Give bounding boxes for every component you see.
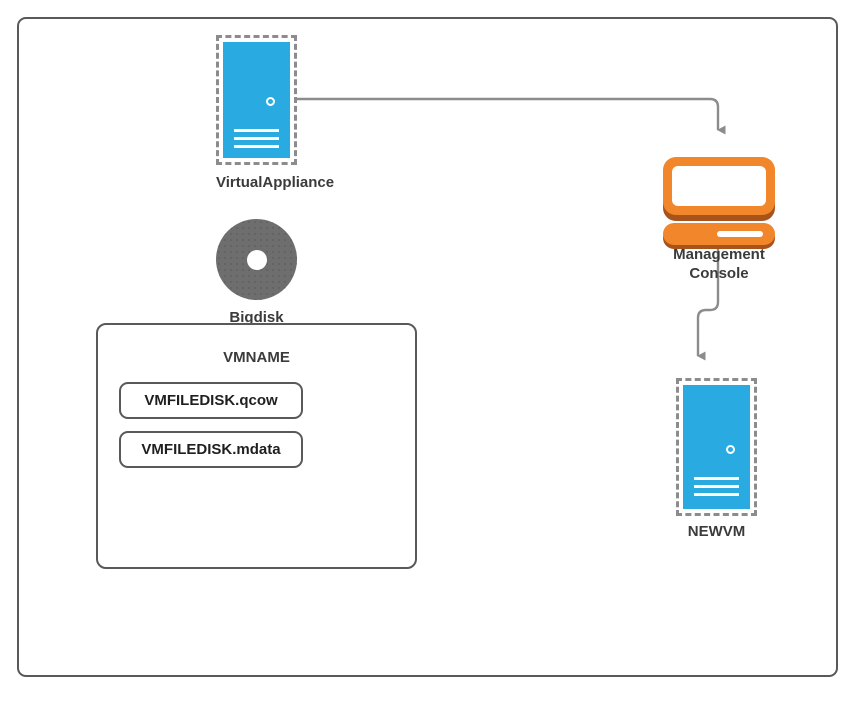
disk-spindle-hole bbox=[246, 249, 267, 270]
file-chip-vmfiledisk-qcow[interactable]: VMFILEDISK.qcow bbox=[119, 382, 303, 419]
server-icon[interactable] bbox=[216, 35, 297, 165]
monitor-bezel bbox=[663, 157, 775, 215]
server-led-icon bbox=[726, 445, 735, 454]
vmname-container-title: VMNAME bbox=[223, 349, 290, 366]
monitor-icon[interactable] bbox=[661, 155, 777, 249]
server-vent bbox=[694, 485, 739, 488]
file-chip-vmfiledisk-mdata[interactable]: VMFILEDISK.mdata bbox=[119, 431, 303, 468]
server-body bbox=[223, 42, 290, 158]
node-virtual-appliance[interactable]: VirtualAppliance bbox=[216, 35, 334, 192]
server-body bbox=[683, 385, 750, 509]
diagram-frame bbox=[17, 17, 838, 677]
node-label-management-console: Management Console bbox=[673, 246, 765, 282]
selection-dashed-border bbox=[676, 378, 757, 516]
vmname-container[interactable]: VMNAME VMFILEDISK.qcow VMFILEDISK.mdata bbox=[96, 323, 417, 569]
server-vent bbox=[694, 493, 739, 496]
monitor-base-slot bbox=[717, 231, 763, 237]
node-management-console[interactable]: Management Console bbox=[661, 155, 777, 283]
node-label-newvm: NEWVM bbox=[687, 523, 746, 540]
selection-dashed-border bbox=[216, 35, 297, 165]
server-vent bbox=[234, 137, 279, 140]
disk-icon[interactable] bbox=[216, 219, 297, 300]
server-vent bbox=[694, 477, 739, 480]
node-label-bigdisk: Bigdisk bbox=[229, 309, 284, 326]
monitor-base bbox=[663, 223, 775, 245]
server-icon[interactable] bbox=[676, 378, 757, 516]
server-vent bbox=[234, 129, 279, 132]
node-label-virtual-appliance: VirtualAppliance bbox=[216, 174, 335, 191]
node-newvm[interactable]: NEWVM bbox=[676, 378, 757, 541]
monitor-screen bbox=[672, 166, 766, 206]
node-bigdisk[interactable]: Bigdisk bbox=[216, 219, 297, 327]
server-led-icon bbox=[266, 97, 275, 106]
server-vent bbox=[234, 145, 279, 148]
